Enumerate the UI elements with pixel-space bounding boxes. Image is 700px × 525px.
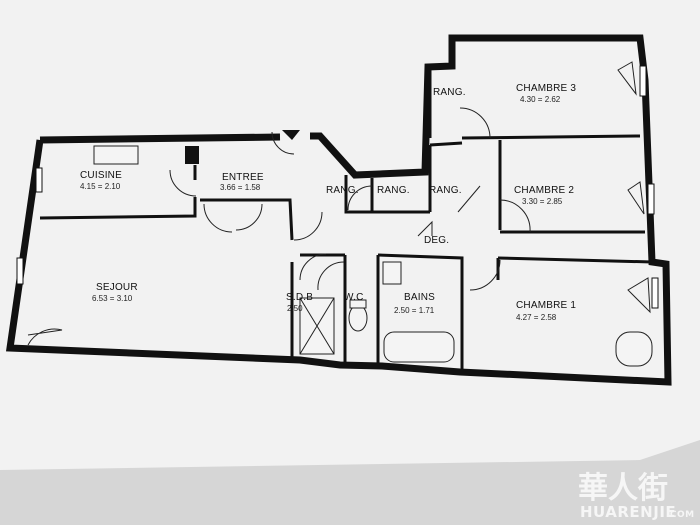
label-chambre-3: CHAMBRE 3 — [516, 83, 576, 94]
entrance-arrow-icon — [282, 130, 300, 140]
paper-sheet — [0, 0, 700, 470]
label-sejour: SEJOUR — [96, 282, 138, 293]
outer-walls — [5, 34, 672, 386]
dim-sejour: 6.53 = 3.10 — [92, 294, 133, 303]
windows — [16, 65, 659, 309]
label-bains: BAINS — [404, 292, 435, 303]
dim-sdb: 2.50 — [287, 304, 303, 313]
bathtub-icon — [383, 331, 455, 363]
label-rang-c: RANG. — [429, 185, 462, 196]
interior-walls — [39, 67, 653, 370]
label-rang-b: RANG. — [377, 185, 410, 196]
watermark-logo: 華人街 HUARENJIE .COM — [578, 471, 695, 521]
label-sdb: S.D.B — [286, 292, 313, 303]
label-deg: DEG. — [424, 235, 449, 246]
toilet-icon — [348, 304, 368, 332]
watermark-suffix: .COM — [666, 510, 695, 520]
chimney-block — [185, 146, 199, 164]
label-chambre-1: CHAMBRE 1 — [516, 300, 576, 311]
dim-cuisine: 4.15 = 2.10 — [80, 182, 121, 191]
dim-bains: 2.50 = 1.71 — [394, 306, 435, 315]
watermark-latin: HUARENJIE — [580, 503, 676, 521]
label-wc: W.C — [344, 292, 364, 303]
label-rang-top: RANG. — [433, 87, 466, 98]
dim-entree: 3.66 = 1.58 — [220, 183, 261, 192]
label-rang-a: RANG. — [326, 185, 359, 196]
dim-chambre-3: 4.30 = 2.62 — [520, 95, 561, 104]
label-cuisine: CUISINE — [80, 170, 122, 181]
dim-chambre-2: 3.30 = 2.85 — [522, 197, 563, 206]
washbasin-icon — [382, 261, 402, 285]
sink-icon — [93, 145, 139, 165]
label-chambre-2: CHAMBRE 2 — [514, 185, 574, 196]
door-swings — [27, 61, 651, 346]
watermark-chinese: 華人街 — [578, 471, 668, 506]
fixtures — [93, 130, 653, 367]
dim-chambre-1: 4.27 = 2.58 — [516, 313, 557, 322]
label-entree: ENTREE — [222, 172, 264, 183]
washbasin-icon-2 — [615, 331, 653, 367]
